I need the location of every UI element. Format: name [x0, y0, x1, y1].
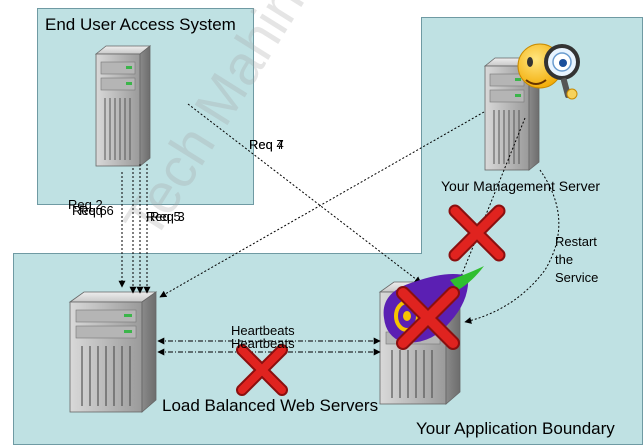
smiley-magnifier-icon: [517, 43, 580, 100]
web-server-left-icon: [68, 291, 158, 413]
end-user-access-title: End User Access System: [45, 15, 236, 34]
req-label-right-a: Req 5: [146, 209, 181, 224]
management-server-title: Your Management Server: [441, 178, 601, 194]
req-label-right-b: Req 3: [150, 209, 185, 224]
heartbeats-label-b: Heartbeats: [231, 336, 295, 351]
heartbeat-arrows: [157, 337, 381, 356]
end-user-server-icon: [94, 45, 152, 167]
cross-icon-management-link: [448, 204, 506, 262]
req-label-top-a: Req 7: [249, 137, 284, 152]
request-arrows: [118, 103, 485, 298]
restart-arrows: [457, 117, 560, 324]
cross-icon-web-server: [396, 286, 460, 350]
req-label-left-b: Req 6: [72, 203, 107, 218]
heartbeats-label-a: Heartbeats: [231, 323, 295, 338]
req-label-top-b: Req 4: [249, 137, 284, 152]
cross-icon-heartbeats: [236, 344, 288, 396]
application-boundary-title: Your Application Boundary: [416, 419, 615, 438]
web-servers-title: Load Balanced Web Servers: [162, 396, 379, 415]
req-label-left-a: Req 2: [68, 197, 103, 212]
req-label-left-c: Req 6: [79, 203, 114, 218]
restart-service-label: Restart the Service: [555, 234, 599, 285]
